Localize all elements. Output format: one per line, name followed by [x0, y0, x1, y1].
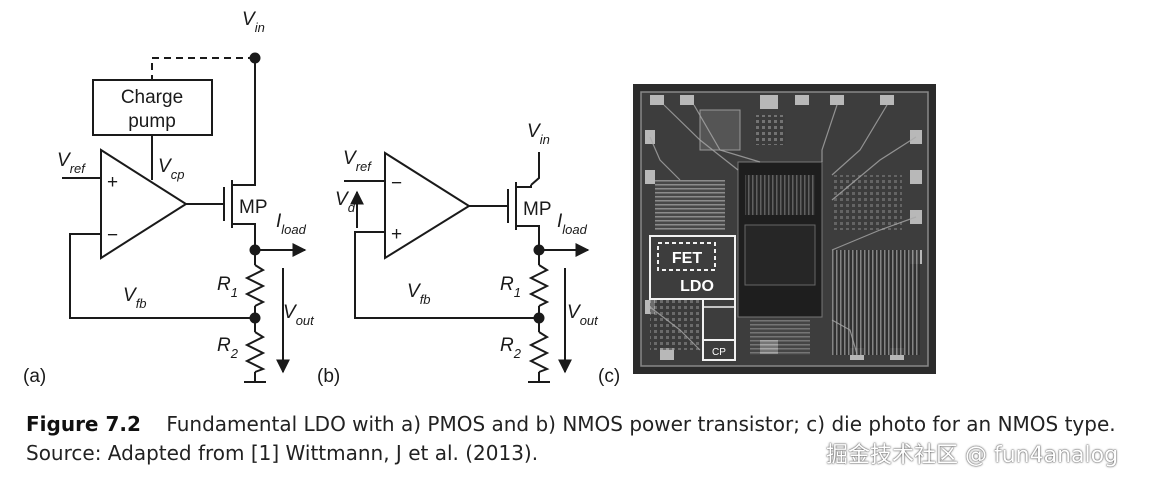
- caption-source: Source: Adapted from [1] Wittmann, J et …: [26, 441, 539, 465]
- r2-resistor-a: [244, 331, 266, 373]
- r2-label-a: R2: [217, 335, 239, 361]
- plus-sign-a: +: [107, 172, 118, 193]
- iload-label-b: Iload: [557, 211, 588, 237]
- minus-sign-a: −: [107, 225, 118, 246]
- charge-pump-supply-dashed: [151, 57, 255, 80]
- vfb-label-b: Vfb: [407, 281, 431, 307]
- vref-label-a: Vref: [57, 150, 86, 176]
- r1-resistor-a: [244, 264, 266, 307]
- r1-label-a: R1: [217, 274, 238, 300]
- source-a: [232, 173, 256, 186]
- drain-a: [232, 223, 256, 250]
- vfb-label-a: Vfb: [123, 285, 147, 311]
- figure-caption: Figure 7.2 Fundamental LDO with a) PMOS …: [26, 410, 1116, 468]
- feedback-loop-a: [69, 233, 255, 319]
- vin-label-b: Vin: [527, 121, 550, 147]
- vin-label-a: Vin: [242, 9, 265, 35]
- caption-text: Fundamental LDO with a) PMOS and b) NMOS…: [166, 412, 1116, 436]
- charge-pump-label-2: pump: [128, 111, 176, 132]
- panel-tag-c: (c): [598, 366, 620, 387]
- drain-b: [516, 185, 532, 188]
- vcp-label: Vcp: [158, 156, 184, 182]
- mp-label-b: MP: [523, 199, 552, 220]
- minus-sign-b: −: [391, 173, 402, 194]
- caption-line-1: Figure 7.2 Fundamental LDO with a) PMOS …: [26, 410, 1116, 439]
- fet-label: FET: [672, 250, 702, 267]
- mp-label-a: MP: [239, 197, 268, 218]
- iload-label-a: Iload: [276, 211, 307, 237]
- ldo-label: LDO: [680, 278, 714, 295]
- cp-label: CP: [712, 347, 726, 358]
- ldo-figure: Vin Charge pump Vref Vcp + − MP Iload R1…: [23, 9, 936, 387]
- panel-tag-b: (b): [317, 366, 340, 387]
- r2-resistor-b: [528, 331, 550, 373]
- fet-region-box: [657, 242, 716, 271]
- cp-region-box: [702, 339, 736, 361]
- r1-resistor-b: [528, 264, 550, 307]
- panel-a: [62, 52, 307, 383]
- feedback-loop-b: [354, 231, 539, 319]
- opamp-a: [100, 148, 188, 260]
- watermark: 掘金技术社区 @ fun4analog: [826, 443, 1119, 468]
- plus-sign-b: +: [391, 224, 402, 245]
- opamp-b: [384, 151, 471, 260]
- charge-pump-label: Charge: [121, 87, 183, 108]
- vref-label-b: Vref: [343, 148, 372, 174]
- panel-b-labels: Vin Vref Vd − + MP Iload R1 R2 Vfb Vout …: [317, 121, 599, 387]
- panel-a-labels: Vin Charge pump Vref Vcp + − MP Iload R1…: [23, 9, 315, 387]
- r2-label-b: R2: [500, 335, 522, 361]
- r1-label-b: R1: [500, 274, 521, 300]
- vout-label-a: Vout: [283, 302, 315, 328]
- vin-rail-b: [530, 152, 540, 186]
- die-photo: FET LDO CP: [633, 84, 936, 374]
- vd-label: Vd: [335, 189, 356, 215]
- figure-number: Figure 7.2: [26, 412, 141, 436]
- vout-label-b: Vout: [567, 302, 599, 328]
- source-b: [516, 225, 540, 250]
- panel-b: [344, 151, 590, 383]
- panel-tag-a: (a): [23, 366, 46, 387]
- ldo-region-box: [649, 235, 736, 300]
